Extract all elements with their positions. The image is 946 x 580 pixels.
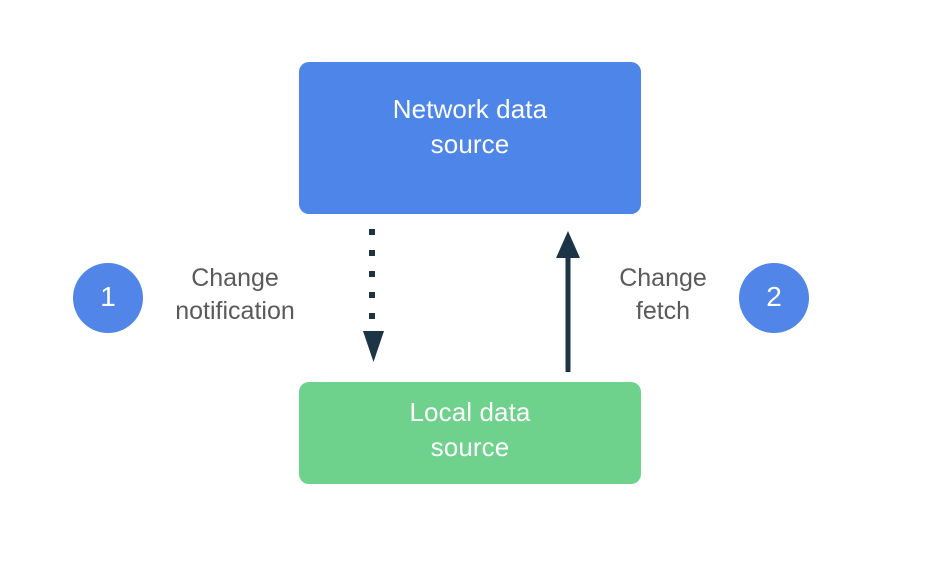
step-badge-2-number: 2 [766, 281, 782, 312]
node-network-data-source: Network data source [299, 62, 641, 214]
node-local-data-source-label: Local data source [409, 397, 531, 462]
arrow-change-notification-down-dotted [363, 229, 384, 362]
step-badge-2: 2 [739, 263, 809, 333]
edge-label-change-notification: Change notification [175, 264, 295, 325]
node-network-data-source-label: Network data source [392, 94, 548, 159]
edge-label-change-fetch: Change fetch [619, 264, 707, 325]
step-badge-1: 1 [73, 263, 143, 333]
step-badge-1-number: 1 [100, 281, 116, 312]
node-local-data-source: Local data source [299, 382, 641, 484]
arrow-change-fetch-up-solid [556, 231, 580, 372]
